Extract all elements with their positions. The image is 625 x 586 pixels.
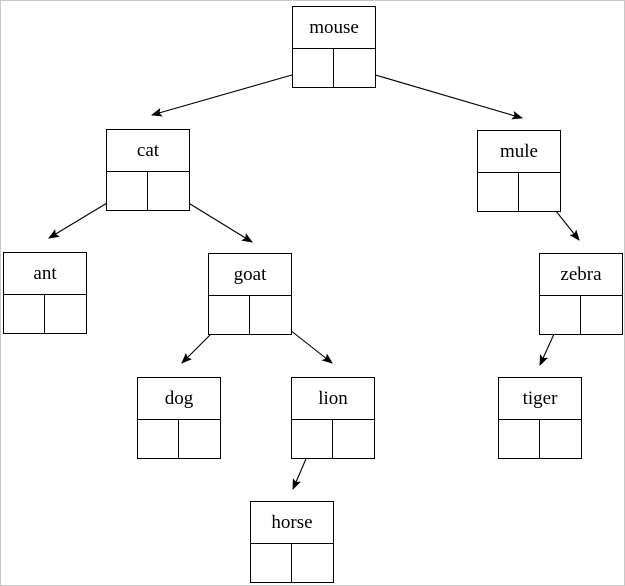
right-pointer-cell[interactable]: [148, 172, 189, 211]
node-pointer-cells: [209, 296, 291, 335]
left-pointer-cell[interactable]: [540, 296, 581, 335]
left-pointer-cell[interactable]: [138, 420, 179, 459]
node-label: lion: [292, 378, 374, 420]
tree-node-goat[interactable]: goat: [208, 253, 292, 335]
right-pointer-cell[interactable]: [519, 173, 560, 212]
node-pointer-cells: [4, 295, 86, 334]
tree-node-zebra[interactable]: zebra: [539, 253, 623, 335]
node-label: goat: [209, 254, 291, 296]
node-label: cat: [107, 130, 189, 172]
node-label: ant: [4, 253, 86, 295]
edge-mouse-to-cat: [150, 68, 314, 117]
right-pointer-cell[interactable]: [179, 420, 220, 459]
node-pointer-cells: [251, 544, 333, 583]
node-pointer-cells: [540, 296, 622, 335]
left-pointer-cell[interactable]: [293, 49, 334, 88]
right-pointer-cell[interactable]: [333, 420, 374, 459]
left-pointer-cell[interactable]: [292, 420, 333, 459]
node-label: dog: [138, 378, 220, 420]
tree-node-mule[interactable]: mule: [477, 130, 561, 212]
node-pointer-cells: [478, 173, 560, 212]
node-pointer-cells: [293, 49, 375, 88]
tree-node-cat[interactable]: cat: [106, 129, 190, 211]
left-pointer-cell[interactable]: [499, 420, 540, 459]
node-label: mouse: [293, 7, 375, 49]
node-label: tiger: [499, 378, 581, 420]
node-pointer-cells: [138, 420, 220, 459]
node-label: mule: [478, 131, 560, 173]
left-pointer-cell[interactable]: [107, 172, 148, 211]
left-pointer-cell[interactable]: [4, 295, 45, 334]
tree-node-mouse[interactable]: mouse: [292, 6, 376, 88]
right-pointer-cell[interactable]: [334, 49, 375, 88]
tree-node-horse[interactable]: horse: [250, 501, 334, 583]
node-pointer-cells: [107, 172, 189, 211]
edge-mouse-to-mule: [354, 68, 524, 120]
node-pointer-cells: [292, 420, 374, 459]
right-pointer-cell[interactable]: [292, 544, 333, 583]
tree-node-tiger[interactable]: tiger: [498, 377, 582, 459]
node-pointer-cells: [499, 420, 581, 459]
right-pointer-cell[interactable]: [581, 296, 622, 335]
tree-node-dog[interactable]: dog: [137, 377, 221, 459]
left-pointer-cell[interactable]: [209, 296, 250, 335]
node-label: horse: [251, 502, 333, 544]
right-pointer-cell[interactable]: [540, 420, 581, 459]
tree-node-ant[interactable]: ant: [3, 252, 87, 334]
left-pointer-cell[interactable]: [251, 544, 292, 583]
right-pointer-cell[interactable]: [45, 295, 86, 334]
tree-node-lion[interactable]: lion: [291, 377, 375, 459]
node-label: zebra: [540, 254, 622, 296]
left-pointer-cell[interactable]: [478, 173, 519, 212]
right-pointer-cell[interactable]: [250, 296, 291, 335]
